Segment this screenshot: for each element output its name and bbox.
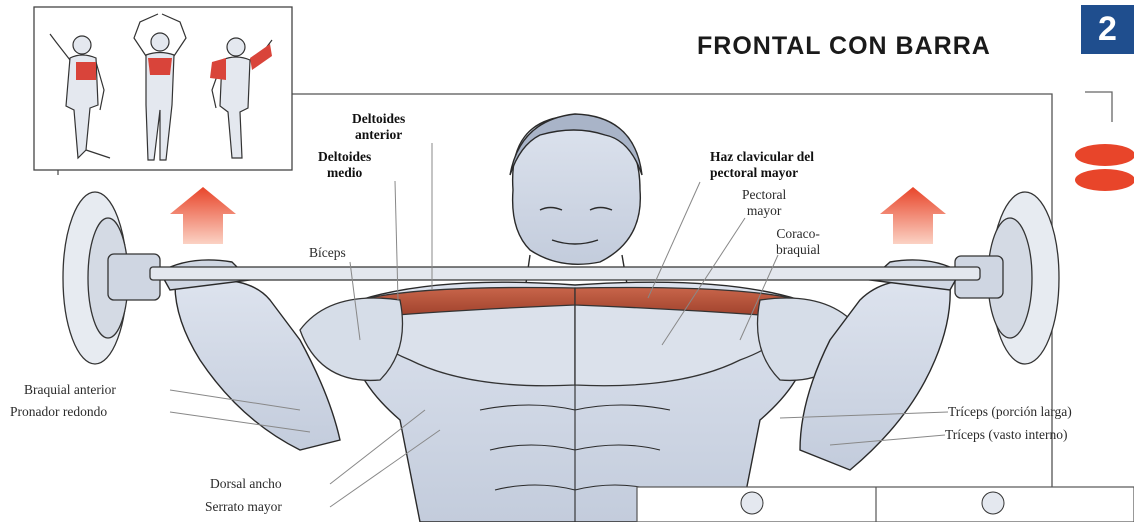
label-coracobraquial: Coraco- braquial — [776, 226, 820, 258]
label-line: Pectoral — [742, 187, 786, 203]
label-triceps-vasto-interno: Tríceps (vasto interno) — [945, 427, 1067, 443]
label-serrato-mayor: Serrato mayor — [205, 499, 282, 515]
label-line: medio — [318, 165, 371, 181]
label-line: pectoral mayor — [710, 165, 814, 181]
label-line: Haz clavicular del — [710, 149, 814, 165]
up-arrow-icon — [170, 187, 236, 244]
label-biceps: Bíceps — [309, 245, 346, 261]
label-deltoides-anterior: Deltoides anterior — [352, 111, 405, 143]
label-line: Deltoides — [352, 111, 405, 127]
page-number-badge: 2 — [1081, 5, 1134, 54]
inset-thumbnail — [34, 7, 292, 170]
label-haz-clavicular: Haz clavicular del pectoral mayor — [710, 149, 814, 181]
muscle-group-marker-icon — [1075, 92, 1134, 191]
up-arrow-icon — [880, 187, 946, 244]
head — [510, 114, 642, 290]
label-line: mayor — [742, 203, 786, 219]
label-deltoides-medio: Deltoides medio — [318, 149, 371, 181]
label-line: anterior — [352, 127, 405, 143]
label-line: Coraco- — [776, 226, 820, 242]
left-weight-plate — [63, 192, 160, 364]
label-braquial-anterior: Braquial anterior — [24, 382, 116, 398]
label-line: Deltoides — [318, 149, 371, 165]
label-line: braquial — [776, 242, 820, 258]
right-arm — [800, 260, 960, 470]
page-title: FRONTAL CON BARRA — [697, 32, 991, 61]
barbell — [150, 267, 980, 280]
label-triceps-porcion-larga: Tríceps (porción larga) — [948, 404, 1072, 420]
label-pectoral-mayor: Pectoral mayor — [742, 187, 786, 219]
label-dorsal-ancho: Dorsal ancho — [210, 476, 282, 492]
bottom-thumbnails — [637, 487, 1134, 522]
label-pronador-redondo: Pronador redondo — [10, 404, 107, 420]
